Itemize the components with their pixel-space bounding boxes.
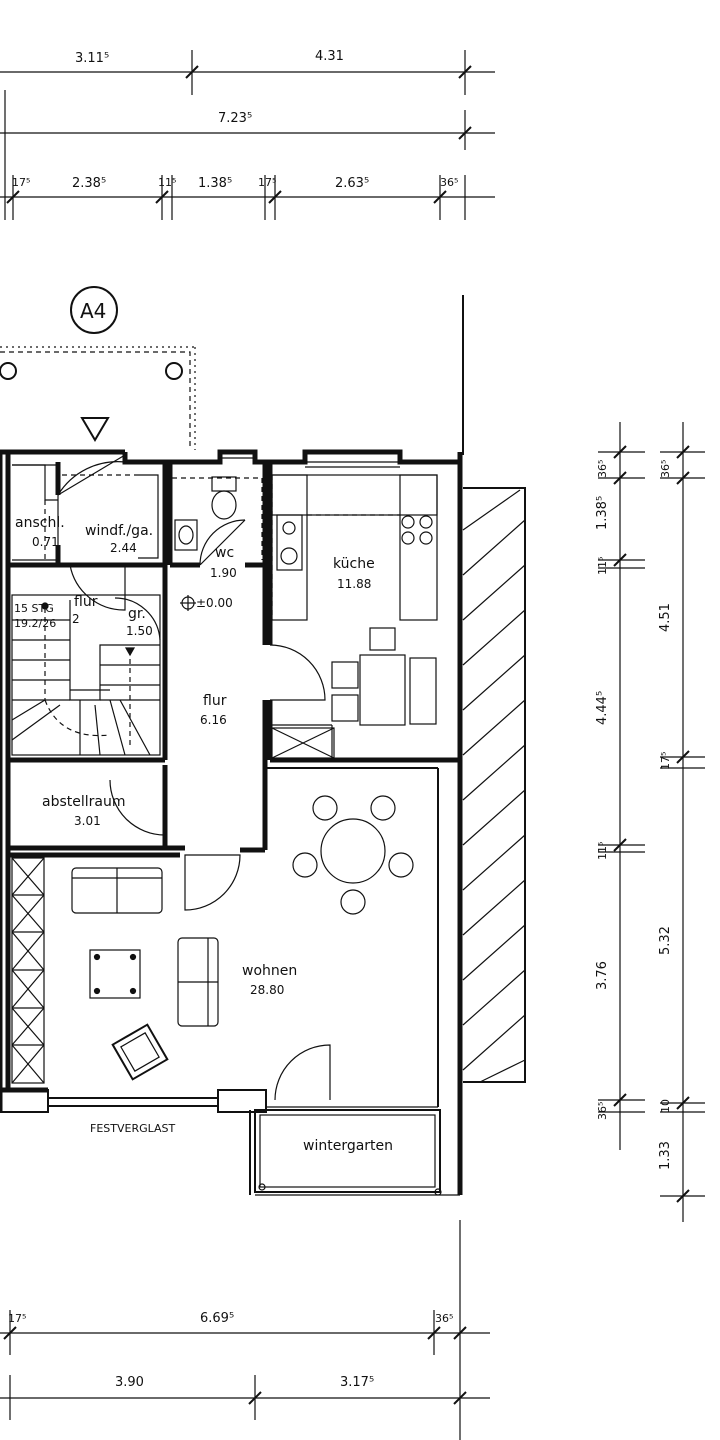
room-name-anschl: anschl. — [15, 515, 65, 531]
dim-top-4-31: 4.31 — [315, 49, 344, 64]
window-kitchen — [220, 457, 400, 468]
room-name-wohnen: wohnen — [242, 963, 297, 979]
room-name-wintergarten: wintergarten — [303, 1138, 393, 1154]
room-area-flur: 6.16 — [200, 713, 227, 727]
room-area-windfang: 2.44 — [110, 541, 137, 555]
entry-fixtures — [12, 464, 159, 561]
dim-right-36b: 36⁵ — [596, 1102, 609, 1120]
room-area-flur-small: 2 — [72, 612, 80, 626]
room-name-abstellraum: abstellraum — [42, 794, 126, 810]
room-name-flur-small: flur — [74, 594, 98, 610]
level-marker-icon — [180, 595, 196, 611]
room-area-gr: 1.50 — [126, 624, 153, 638]
dim-top-2-38: 2.38⁵ — [72, 176, 106, 191]
room-area-kueche: 11.88 — [337, 577, 371, 591]
dim-top-1-38: 1.38⁵ — [198, 176, 232, 191]
dim-top-36: 36⁵ — [440, 176, 458, 189]
right-dimension-lines — [598, 422, 705, 1222]
room-name-wc: wc — [215, 545, 234, 561]
dim-top-2-63: 2.63⁵ — [335, 176, 369, 191]
dim-right-11b: 11⁵ — [596, 842, 609, 860]
outer-walls — [0, 449, 463, 1195]
dim-right2-1-33: 1.33 — [658, 1141, 673, 1170]
dim-right-1-38: 1.38⁵ — [595, 496, 610, 530]
unit-label-circle — [70, 286, 118, 334]
dim-bottom-3-90: 3.90 — [115, 1375, 144, 1390]
bottom-dimension-lines — [0, 1220, 490, 1440]
kitchen-fixtures — [271, 474, 438, 760]
stairs-label: 15 STG — [14, 602, 54, 615]
room-name-gr: gr. — [128, 606, 146, 622]
top-dimension-lines — [0, 50, 495, 220]
entrance-canopy — [0, 346, 196, 450]
dim-top-17a: 17⁵ — [12, 176, 30, 189]
dim-bottom-36: 36⁵ — [435, 1312, 453, 1325]
stairs — [11, 594, 161, 756]
dim-right-11a: 11⁵ — [596, 557, 609, 575]
dim-top-11: 11⁵ — [158, 176, 176, 189]
dim-top-7-23: 7.23⁵ — [218, 111, 252, 126]
dim-right-4-44: 4.44⁵ — [595, 691, 610, 725]
level-mark: ±0.00 — [196, 596, 233, 610]
doors — [57, 454, 331, 1101]
dim-top-17b: 17⁵ — [258, 176, 276, 189]
dim-right2-36: 36⁵ — [659, 460, 672, 478]
dim-bottom-17: 17⁵ — [8, 1312, 26, 1325]
living-furniture — [11, 795, 414, 1084]
fixed-glazing-note: FESTVERGLAST — [90, 1122, 176, 1135]
room-name-kueche: küche — [333, 556, 375, 572]
dim-right2-17: 17⁵ — [659, 752, 672, 770]
room-name-flur: flur — [203, 693, 227, 709]
stairs-ratio: 19.2/26 — [14, 617, 56, 630]
dim-bottom-3-17: 3.17⁵ — [340, 1375, 374, 1390]
entrance-arrow-icon — [80, 417, 110, 442]
wc-fixtures — [172, 476, 263, 560]
dim-bottom-6-69: 6.69⁵ — [200, 1311, 234, 1326]
room-area-wc: 1.90 — [210, 566, 237, 580]
dim-right2-4-51: 4.51 — [658, 603, 673, 632]
dim-right-36a: 36⁵ — [596, 460, 609, 478]
room-area-anschl: 0.71 — [32, 535, 59, 549]
room-area-abstellraum: 3.01 — [74, 814, 101, 828]
terrace-hatch — [462, 487, 526, 1083]
dim-right-3-76: 3.76 — [595, 961, 610, 990]
dim-right2-10: 10 — [659, 1099, 672, 1113]
unit-label: A4 — [80, 299, 106, 323]
wintergarten-frame — [249, 1109, 460, 1196]
dim-top-3-11: 3.11⁵ — [75, 51, 109, 66]
room-area-wohnen: 28.80 — [250, 983, 284, 997]
room-name-windfang: windf./ga. — [85, 523, 153, 539]
dim-right2-5-32: 5.32 — [658, 926, 673, 955]
